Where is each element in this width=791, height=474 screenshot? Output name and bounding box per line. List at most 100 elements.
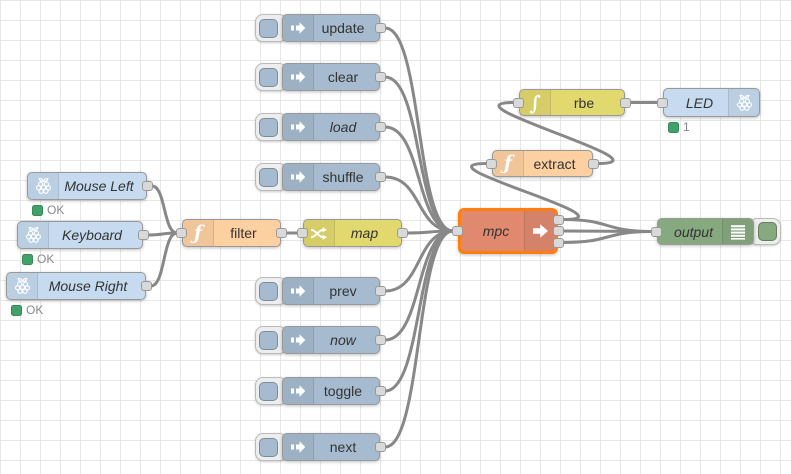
wire-toggle-to-mpc[interactable]	[383, 229, 455, 393]
map-output-port-0[interactable]	[397, 228, 408, 238]
node-mpc[interactable]: mpc	[458, 208, 558, 254]
mouse-left-status: OK	[32, 203, 64, 217]
node-toggle[interactable]: toggle	[282, 377, 380, 405]
next-output-port-0[interactable]	[375, 442, 386, 452]
shuffle-label: shuffle	[322, 169, 364, 185]
node-clear[interactable]: clear	[282, 63, 380, 91]
wire-mpc-to-extract[interactable]	[470, 162, 580, 221]
node-map[interactable]: map	[303, 219, 402, 247]
node-shuffle[interactable]: shuffle	[282, 163, 380, 191]
shuffle-button-pad[interactable]	[259, 167, 278, 187]
rbe-output-port-0[interactable]	[620, 97, 631, 108]
clear-button-pad[interactable]	[259, 67, 278, 87]
wire-mouse-left-to-filter[interactable]	[150, 184, 179, 235]
wire-next-to-mpc[interactable]	[383, 229, 455, 449]
filter-label: filter	[230, 225, 257, 241]
rbe-label: rbe	[573, 94, 595, 111]
node-led[interactable]: LED	[663, 88, 760, 117]
node-now[interactable]: now	[282, 326, 380, 354]
rbe-input-port[interactable]	[513, 97, 524, 108]
node-mouse-left[interactable]: Mouse Left	[27, 172, 147, 200]
raspberry-pi-icon	[28, 173, 59, 199]
prev-label: prev	[329, 283, 357, 299]
next-label: next	[329, 439, 357, 455]
node-output[interactable]: output	[657, 218, 754, 245]
node-prev[interactable]: prev	[282, 277, 380, 305]
mouse-left-output-port-0[interactable]	[142, 181, 153, 191]
wire-clear-to-mpc[interactable]	[383, 75, 455, 233]
inject-arrow-icon	[283, 378, 314, 404]
map-label: map	[350, 225, 379, 241]
mouse-right-status-text: OK	[26, 303, 44, 317]
prev-button-pad[interactable]	[259, 281, 278, 301]
filter-output-port-0[interactable]	[276, 228, 287, 238]
mouse-right-status: OK	[11, 303, 43, 317]
toggle-output-port-0[interactable]	[375, 386, 386, 396]
inject-arrow-icon	[283, 327, 314, 353]
node-update[interactable]: update	[282, 14, 380, 42]
extract-output-port-0[interactable]	[588, 158, 599, 169]
keyboard-output-port-0[interactable]	[138, 230, 149, 240]
mpc-output-port-1[interactable]	[553, 226, 564, 236]
mouse-left-status-dot	[32, 204, 43, 216]
raspberry-pi-icon	[728, 89, 759, 116]
clear-output-port-0[interactable]	[375, 72, 386, 82]
debug-list-icon	[722, 219, 753, 244]
wire-mpc-to-output[interactable]	[561, 230, 654, 244]
output-input-port[interactable]	[651, 226, 662, 237]
mouse-left-status-text: OK	[47, 203, 65, 217]
update-output-port-0[interactable]	[375, 23, 386, 33]
raspberry-pi-icon	[7, 273, 38, 299]
inject-arrow-icon	[283, 64, 314, 90]
keyboard-status-dot	[22, 253, 33, 265]
wire-extract-to-rbe[interactable]	[497, 101, 615, 165]
wire-shuffle-to-mpc[interactable]	[383, 175, 455, 233]
node-mouse-right[interactable]: Mouse Right	[6, 272, 146, 300]
filter-input-port[interactable]	[176, 228, 187, 238]
inject-arrow-icon	[283, 278, 314, 304]
wire-now-to-mpc[interactable]	[383, 229, 455, 342]
mpc-input-port[interactable]	[452, 226, 463, 236]
mpc-output-port-0[interactable]	[553, 214, 564, 225]
rbe-icon: ∫	[520, 90, 551, 115]
node-next[interactable]: next	[282, 433, 380, 461]
keyboard-status: OK	[22, 252, 54, 266]
now-button-pad[interactable]	[259, 330, 278, 350]
update-label: update	[321, 20, 365, 36]
node-load[interactable]: load	[282, 113, 380, 141]
map-input-port[interactable]	[297, 228, 308, 238]
mpc-output-port-2[interactable]	[553, 237, 564, 248]
mouse-right-label: Mouse Right	[48, 278, 128, 294]
mouse-left-label: Mouse Left	[64, 178, 134, 194]
load-output-port-0[interactable]	[375, 122, 386, 132]
load-label: load	[329, 119, 357, 135]
shuffle-output-port-0[interactable]	[375, 172, 386, 182]
prev-output-port-0[interactable]	[375, 286, 386, 296]
inject-arrow-icon	[283, 434, 314, 460]
output-label: output	[674, 223, 713, 240]
led-input-port[interactable]	[657, 97, 668, 108]
load-button-pad[interactable]	[259, 117, 278, 137]
node-rbe[interactable]: ∫ rbe	[519, 89, 625, 116]
output-button-pad[interactable]	[758, 222, 777, 241]
next-button-pad[interactable]	[259, 437, 278, 457]
update-button-pad[interactable]	[259, 18, 278, 38]
extract-input-port[interactable]	[486, 158, 497, 169]
wire-mouse-right-to-filter[interactable]	[149, 231, 179, 288]
now-label: now	[330, 332, 356, 348]
now-output-port-0[interactable]	[375, 335, 386, 345]
mouse-right-status-dot	[11, 304, 22, 316]
function-icon: ƒ	[183, 220, 214, 246]
node-keyboard[interactable]: Keyboard	[17, 221, 143, 249]
inject-arrow-icon	[283, 164, 314, 190]
wire-load-to-mpc[interactable]	[383, 125, 455, 233]
mouse-right-output-port-0[interactable]	[141, 281, 152, 291]
led-status: 1	[668, 120, 690, 134]
raspberry-pi-icon	[18, 222, 49, 248]
toggle-button-pad[interactable]	[259, 381, 278, 401]
keyboard-status-text: OK	[37, 252, 55, 266]
